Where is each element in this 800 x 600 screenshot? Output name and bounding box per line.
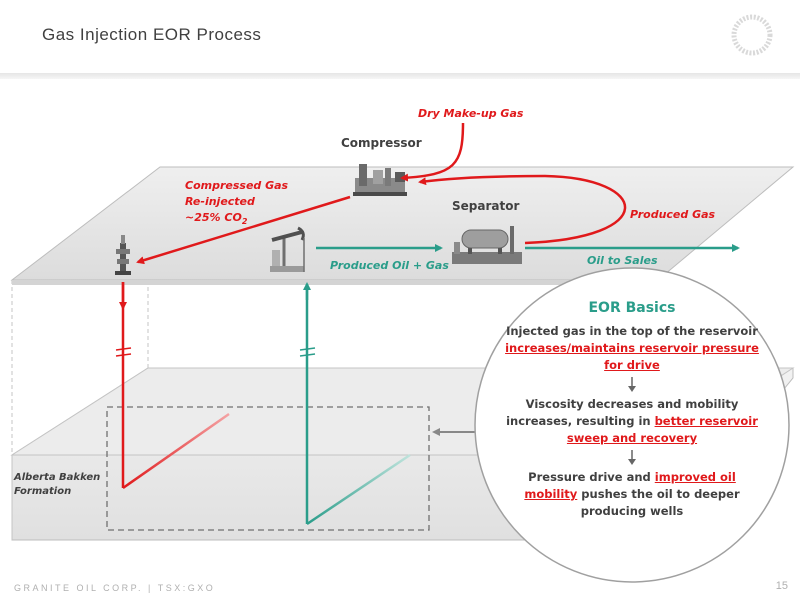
- dry-makeup-gas-label: Dry Make-up Gas: [418, 107, 524, 120]
- eor-basics-point-2: Viscosity decreases and mobility increas…: [506, 397, 758, 445]
- compressed-gas-label-2: Re-injected: [185, 195, 255, 208]
- company-logo-icon: [731, 14, 773, 56]
- compressed-gas-arrow: [136, 195, 351, 265]
- footer-company: GRANITE OIL CORP. | TSX:GXO: [14, 583, 216, 593]
- page-number: 15: [775, 580, 788, 592]
- dry-makeup-gas-arrow: [400, 122, 465, 182]
- eor-basics-point-3: Pressure drive and improved oil mobility…: [524, 470, 740, 518]
- injector-wellhead-icon: [115, 235, 131, 275]
- compressed-gas-label-3: ~25% CO2: [185, 211, 248, 226]
- plane-connectors: [11, 280, 149, 455]
- eor-basics-circle: [474, 267, 790, 583]
- producer-well: [299, 282, 411, 526]
- compressor-label: Compressor: [341, 136, 422, 150]
- separator-icon: [452, 226, 522, 264]
- surface-plane: [10, 166, 795, 285]
- eor-basics-panel: EOR Basics Injected gas in the top of th…: [500, 300, 764, 520]
- header: Gas Injection EOR Process: [0, 0, 800, 73]
- pumpjack-icon: [270, 226, 305, 272]
- header-divider: [0, 73, 800, 79]
- produced-gas-arrow: [418, 174, 627, 245]
- injector-well: [115, 282, 230, 490]
- compressor-icon: [353, 164, 407, 196]
- oil-to-sales-label: Oil to Sales: [587, 254, 658, 267]
- separator-label: Separator: [452, 199, 519, 213]
- down-arrow-icon: [628, 377, 636, 392]
- eor-basics-heading: EOR Basics: [588, 300, 676, 316]
- produced-oil-gas-label: Produced Oil + Gas: [330, 259, 449, 272]
- formation-label-1: Alberta Bakken: [13, 472, 100, 483]
- page-title: Gas Injection EOR Process: [42, 25, 262, 44]
- reservoir-box: [106, 406, 430, 531]
- produced-gas-label: Produced Gas: [630, 208, 716, 221]
- formation-label-2: Formation: [14, 486, 71, 497]
- compressed-gas-label-1: Compressed Gas: [185, 179, 289, 192]
- eor-basics-point-1: Injected gas in the top of the reservoir…: [505, 324, 759, 372]
- down-arrow-icon: [628, 450, 636, 465]
